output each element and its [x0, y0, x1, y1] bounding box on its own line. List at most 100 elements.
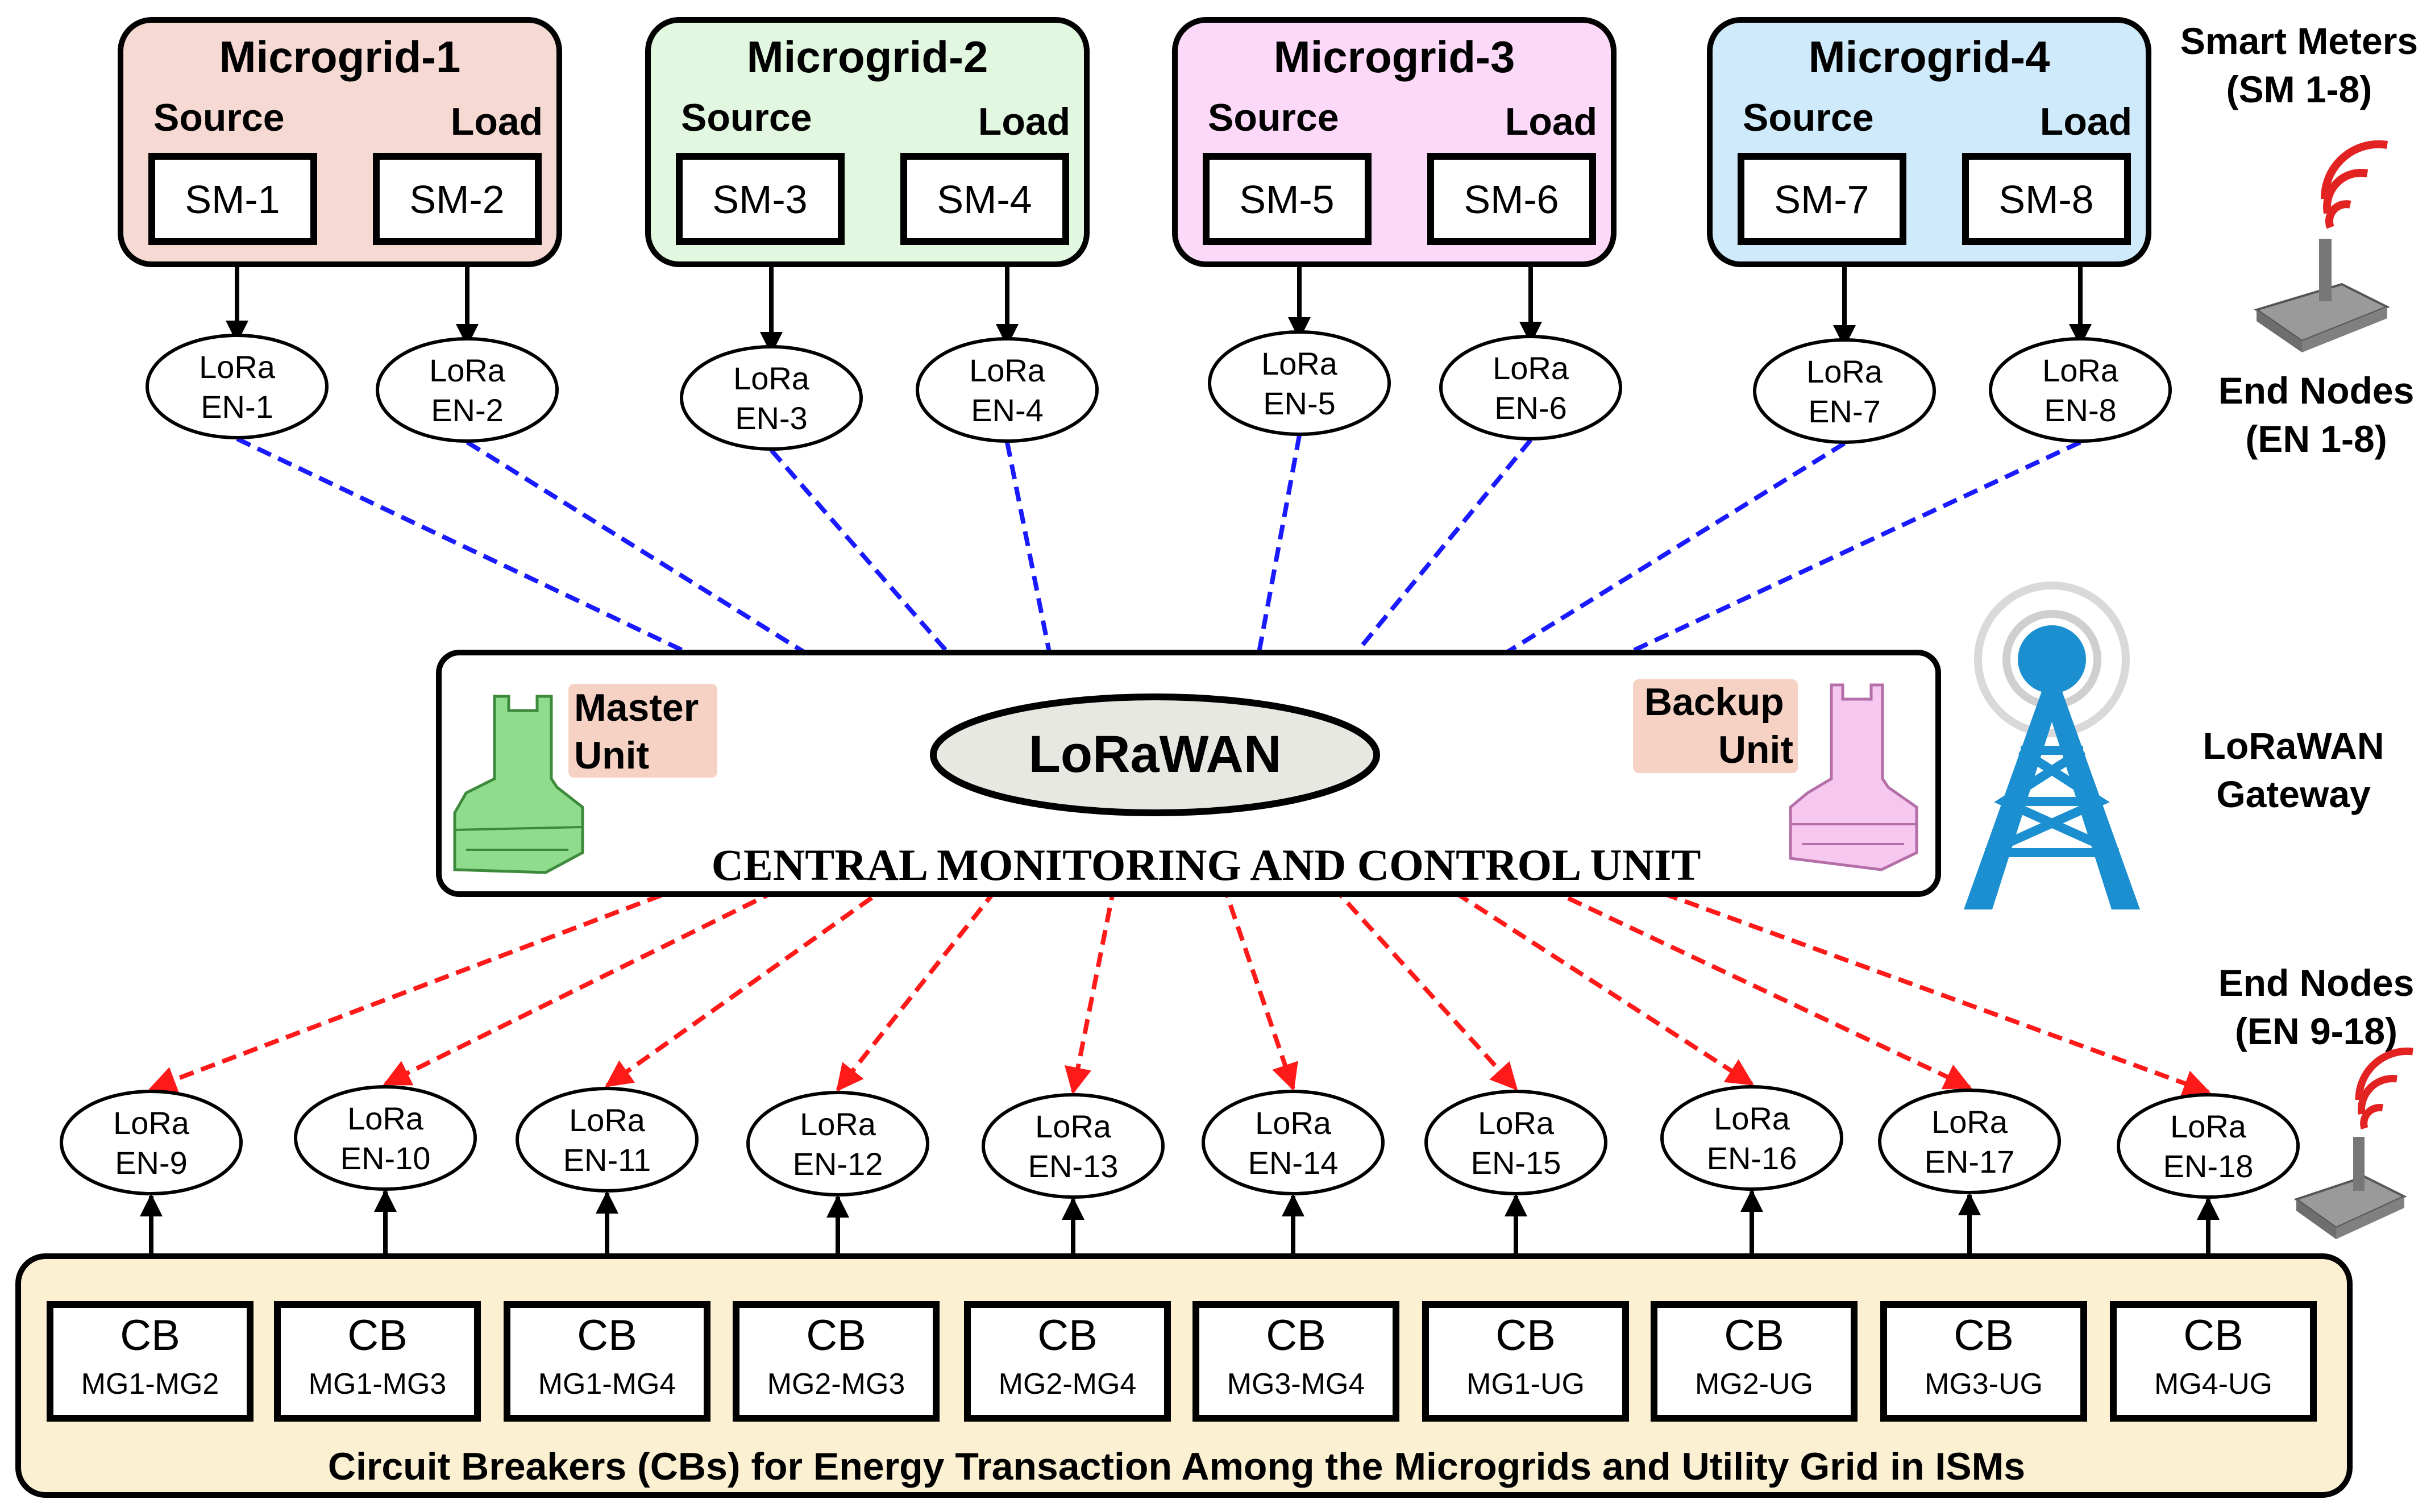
end-node-line1: LoRa	[2042, 352, 2119, 388]
backup-unit-label-bg	[1633, 679, 1798, 773]
smart-meter-label: SM-8	[1998, 177, 2093, 222]
smart-meter-box	[676, 153, 845, 245]
circuit-breaker-title: CB	[1495, 1311, 1556, 1360]
circuit-breaker-box	[964, 1301, 1171, 1422]
end-node-line2: EN-7	[1808, 393, 1881, 429]
legend: Smart Meters (SM 1-8) End Nodes (EN 1-8)…	[1964, 20, 2418, 1239]
master-unit-label-bg	[568, 684, 717, 778]
circuit-breaker-title: CB	[2183, 1311, 2243, 1360]
circuit-breaker-box	[47, 1301, 254, 1422]
end-node-line1: LoRa	[1493, 350, 1569, 386]
legend-gateway-line2: Gateway	[2216, 773, 2371, 815]
legend-smart-meters-line1: Smart Meters	[2180, 20, 2418, 62]
smart-meter-label: SM-3	[712, 177, 807, 222]
end-node-line1: LoRa	[1931, 1104, 2008, 1140]
end-node-line1: LoRa	[1261, 346, 1338, 381]
end-node-line1: LoRa	[1035, 1108, 1112, 1144]
backup-unit-label-line2: Unit	[1718, 728, 1793, 771]
end-node-ellipse	[1989, 337, 2172, 443]
circuit-breaker-pair: MG1-MG2	[81, 1368, 219, 1401]
end-node-line2: EN-6	[1494, 390, 1567, 426]
end-node-line2: EN-18	[2163, 1148, 2254, 1184]
source-label: Source	[1743, 96, 1874, 139]
tower-icon	[1964, 581, 2140, 909]
circuit-breaker-pair: MG2-MG4	[999, 1368, 1137, 1401]
backup-unit-label-line1: Backup	[1644, 680, 1784, 724]
end-node-line1: LoRa	[113, 1105, 190, 1141]
end-node-line2: EN-5	[1263, 385, 1336, 421]
circuit-breaker-pair: MG1-UG	[1466, 1368, 1585, 1401]
circuit-breaker-title: CB	[1037, 1311, 1098, 1360]
end-node-line1: LoRa	[1714, 1100, 1790, 1136]
backup-unit-icon	[1789, 683, 1918, 871]
smart-meter-box	[1962, 153, 2131, 245]
end-node-line1: LoRa	[347, 1100, 424, 1136]
circuit-breaker-pair: MG4-UG	[2154, 1368, 2272, 1401]
end-node-line1: LoRa	[733, 360, 810, 396]
end-node-line1: LoRa	[569, 1102, 646, 1138]
circuit-breaker-pair: MG1-MG4	[538, 1368, 676, 1401]
smart-meter-box	[1203, 153, 1372, 245]
circuit-breaker-pair: MG2-MG3	[767, 1368, 905, 1401]
router-icon-bottom	[2293, 1047, 2413, 1239]
top-end-nodes-layer: LoRaEN-1LoRaEN-2LoRaEN-3LoRaEN-4LoRaEN-5…	[146, 330, 2172, 451]
lorawan-hub	[930, 693, 1380, 816]
end-node-line1: LoRa	[1806, 354, 1883, 389]
source-label: Source	[681, 96, 812, 139]
end-node-line2: EN-17	[1925, 1144, 2015, 1179]
end-node-line2: EN-8	[2044, 392, 2117, 428]
load-label: Load	[451, 100, 543, 143]
smart-meter-label: SM-6	[1464, 177, 1559, 222]
smart-meter-label: SM-5	[1239, 177, 1334, 222]
router-icon-top	[2254, 140, 2390, 352]
end-node-ellipse	[916, 337, 1099, 443]
end-node-line2: EN-15	[1471, 1145, 1561, 1181]
smart-meter-box	[1738, 153, 1906, 245]
microgrid-title: Microgrid-4	[1809, 32, 2050, 82]
microgrid-title: Microgrid-1	[219, 32, 461, 82]
circuit-breaker-title: CB	[577, 1311, 637, 1360]
smart-meter-label: SM-1	[185, 177, 280, 222]
uplink-arrow	[1417, 440, 2081, 753]
bottom-end-nodes-layer: LoRaEN-9LoRaEN-10LoRaEN-11LoRaEN-12LoRaE…	[60, 1085, 2300, 1257]
smart-meter-label: SM-2	[409, 177, 504, 222]
end-node-ellipse	[1208, 330, 1391, 436]
breakers-layer: CBMG1-MG2CBMG1-MG3CBMG1-MG4CBMG2-MG3CBMG…	[47, 1301, 2317, 1422]
end-node-line1: LoRa	[1255, 1105, 1332, 1141]
circuit-breaker-box	[504, 1301, 710, 1422]
end-node-ellipse	[376, 337, 559, 443]
legend-end-nodes-bottom-line1: End Nodes	[2218, 962, 2415, 1004]
end-node-line1: LoRa	[1478, 1105, 1555, 1141]
circuit-breaker-box	[1651, 1301, 1858, 1422]
end-node-line2: EN-9	[115, 1145, 188, 1181]
master-unit-label-line1: Master	[574, 686, 699, 729]
load-label: Load	[2040, 100, 2132, 143]
lorawan-hub-label: LoRaWAN	[1029, 725, 1282, 783]
microgrid-title: Microgrid-3	[1274, 32, 1515, 82]
circuit-breaker-title: CB	[1266, 1311, 1326, 1360]
end-node-line2: EN-12	[793, 1146, 883, 1182]
circuit-breaker-box	[1192, 1301, 1399, 1422]
end-node-line2: EN-4	[971, 392, 1044, 428]
